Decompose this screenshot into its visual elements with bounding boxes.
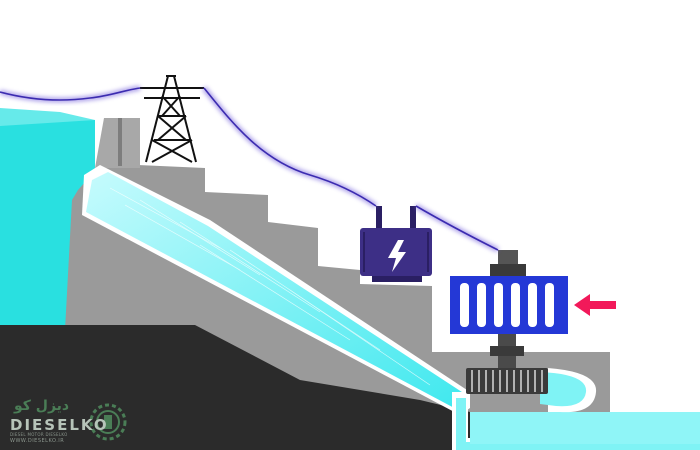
- generator-top-cap: [490, 264, 526, 276]
- power-lines: [0, 85, 500, 253]
- tailrace-water: [470, 412, 700, 444]
- generator-slots: [460, 283, 554, 327]
- transmission-tower: [140, 75, 204, 163]
- turbine-blades: [471, 370, 543, 392]
- logo-tagline: DIESEL MOTOR DIESELKO: [10, 432, 68, 437]
- transformer-insulators: [376, 206, 416, 228]
- water-streaks: [109, 187, 431, 386]
- logo-persian-name: دیزل کو: [14, 398, 70, 414]
- transformer-fins: [363, 232, 429, 272]
- right-arrow-icon: [574, 294, 616, 316]
- transformer-base: [372, 276, 422, 282]
- tailrace-water-vertical: [456, 398, 700, 450]
- logo-name: DIESELKO: [10, 416, 109, 434]
- shaft-coupling: [490, 346, 524, 356]
- dieselko-logo: دیزل کو DIESELKO DIESEL MOTOR DIESELKO W…: [6, 398, 136, 446]
- logo-url: WWW.DIESELKO.IR: [10, 438, 65, 444]
- penstock-water: [86, 172, 468, 410]
- generator-bushing: [498, 250, 518, 264]
- intake-slot: [118, 118, 122, 166]
- dieselko-logo-mark: [89, 403, 127, 441]
- reservoir-surface: [0, 108, 95, 126]
- turbine-outflow: [540, 372, 587, 407]
- intake-tower: [95, 118, 140, 168]
- lightning-bolt-icon: [388, 240, 406, 272]
